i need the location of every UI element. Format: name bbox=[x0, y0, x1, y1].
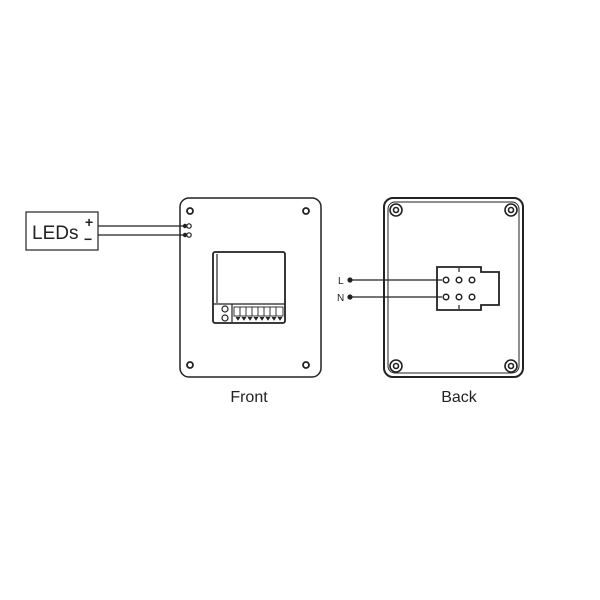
screw-hole-icon bbox=[302, 207, 310, 215]
front-label: Front bbox=[230, 389, 268, 406]
screw-hole-icon bbox=[186, 361, 194, 369]
leds-label: LEDs bbox=[32, 223, 78, 244]
live-dot bbox=[347, 277, 353, 283]
screw-hole-icon bbox=[302, 361, 310, 369]
back-plate bbox=[383, 197, 524, 378]
dip-switches bbox=[233, 306, 284, 321]
back-label: Back bbox=[441, 389, 478, 406]
neutral-label: N bbox=[337, 293, 344, 304]
terminal-negative bbox=[186, 232, 192, 238]
live-label: L bbox=[338, 276, 344, 287]
front-plate bbox=[179, 197, 322, 378]
minus-label: − bbox=[84, 231, 92, 247]
screw-icon bbox=[389, 359, 403, 373]
mains-connector bbox=[436, 266, 500, 311]
screw-icon bbox=[504, 359, 518, 373]
plus-label: + bbox=[85, 214, 93, 230]
terminal-positive bbox=[186, 223, 192, 229]
wire-end-dot bbox=[182, 223, 188, 229]
leds-box bbox=[25, 211, 99, 251]
module bbox=[212, 251, 286, 324]
neutral-dot bbox=[347, 294, 353, 300]
wire-end-dot bbox=[182, 232, 188, 238]
screw-icon bbox=[504, 203, 518, 217]
screw-icon bbox=[389, 203, 403, 217]
screw-hole-icon bbox=[186, 207, 194, 215]
